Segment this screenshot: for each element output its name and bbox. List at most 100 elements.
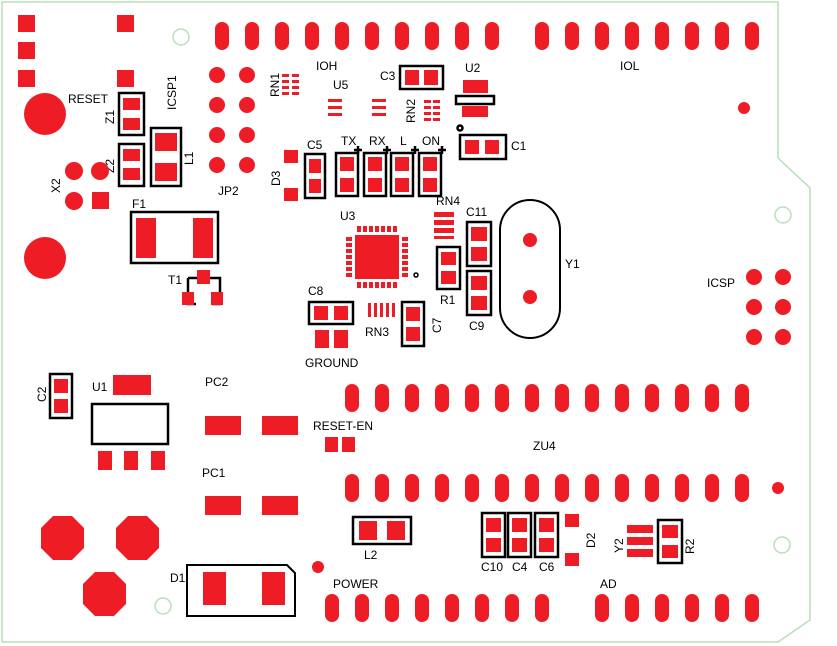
- zu4-pin: [735, 384, 749, 412]
- zu4-pin: [555, 384, 569, 412]
- power-pin: [535, 594, 549, 622]
- d2-pad: [565, 514, 579, 527]
- led-on-pad: [423, 178, 437, 192]
- u1-pin: [98, 451, 112, 470]
- zu4-pin: [675, 384, 689, 412]
- led-l-outline: [389, 151, 415, 198]
- square-pad: [117, 70, 134, 87]
- label-pc2: PC2: [205, 375, 229, 389]
- u5-pad: [372, 99, 386, 102]
- ioh-pin: [305, 22, 319, 50]
- u1-tab-pad: [113, 375, 151, 395]
- rn4-pad: [434, 228, 454, 233]
- rn4-pad: [434, 212, 454, 217]
- ground-pad: [315, 330, 329, 348]
- octagon-pad: [83, 572, 126, 616]
- u5-pad: [372, 106, 386, 109]
- rn1-pad: [292, 92, 299, 95]
- label-r1: R1: [440, 293, 456, 307]
- r2-pad: [662, 525, 678, 538]
- label-jp2: JP2: [218, 184, 239, 198]
- ioh-pin: [245, 22, 259, 50]
- u2-pad: [463, 80, 488, 93]
- reset-en-pad: [325, 437, 338, 452]
- y1-pad: [523, 290, 537, 304]
- label-c5: C5: [307, 138, 323, 152]
- label-iol: IOL: [620, 59, 640, 73]
- zu4-pin: [675, 474, 689, 502]
- icsp1-pad: [209, 67, 225, 83]
- c7-pad: [406, 307, 420, 321]
- x2-pad: [91, 162, 109, 180]
- icsp-pad: [775, 329, 791, 345]
- led-l-pad: [395, 157, 409, 171]
- label-icsp1: ICSP1: [165, 75, 179, 110]
- label-rn1: RN1: [268, 73, 282, 97]
- zu4-pin: [645, 474, 659, 502]
- c6-pad: [539, 518, 554, 532]
- label-rn4: RN4: [436, 194, 460, 208]
- led-rx-pad: [368, 178, 382, 192]
- rn1-pad: [292, 80, 299, 83]
- l2-pad: [387, 521, 405, 540]
- iol-pin: [685, 22, 699, 50]
- rn3-pad: [386, 303, 389, 317]
- label-c8: C8: [308, 284, 324, 298]
- rn2-pad: [433, 112, 440, 115]
- power-pin: [325, 594, 339, 622]
- pc2-pad: [205, 416, 241, 435]
- label-c6: C6: [539, 560, 555, 574]
- u1-pin: [124, 451, 138, 470]
- jp2-pad: [209, 157, 225, 173]
- rn2-pad: [433, 118, 440, 121]
- led-tx-outline: [334, 151, 360, 198]
- ad-pin: [685, 594, 699, 622]
- c2-pad: [54, 379, 68, 393]
- r2-outline: [656, 518, 684, 565]
- zu4-pin: [405, 474, 419, 502]
- icsp-pad: [775, 269, 791, 285]
- u2-pad: [462, 106, 488, 117]
- icsp1-pad: [209, 97, 225, 113]
- mounting-hole: [774, 206, 792, 224]
- label-icsp: ICSP: [707, 276, 735, 290]
- pc2-pad: [262, 416, 298, 435]
- label-d2: D2: [584, 532, 598, 548]
- power-pin: [355, 594, 369, 622]
- zu4-pin: [375, 474, 389, 502]
- ioh-pin: [335, 22, 349, 50]
- label-l2: L2: [364, 548, 378, 562]
- ad-pin: [715, 594, 729, 622]
- u1-outline: [90, 402, 170, 446]
- c9-pad: [471, 296, 487, 310]
- label-f1: F1: [132, 197, 146, 211]
- c11-outline: [465, 220, 493, 268]
- zu4-pin: [525, 474, 539, 502]
- c7-pad: [406, 327, 420, 341]
- rn3-pad: [374, 303, 377, 317]
- jp2-pad: [209, 127, 225, 143]
- label-l: L: [400, 134, 407, 148]
- d1-pad: [262, 572, 285, 605]
- u1-pin: [151, 451, 165, 470]
- u5-pad: [328, 106, 342, 109]
- u5-pad: [328, 113, 342, 116]
- t1-pad: [197, 270, 210, 284]
- rn2-pad: [424, 112, 431, 115]
- c1-pad: [465, 140, 479, 154]
- icsp1-pad: [239, 97, 255, 113]
- l1-outline: [149, 126, 183, 188]
- label-reset: RESET: [68, 92, 109, 106]
- label-c7: C7: [430, 317, 444, 333]
- d1-pad: [203, 572, 226, 605]
- z2-pad: [123, 168, 140, 180]
- label-c9: C9: [469, 319, 485, 333]
- label-u3: U3: [340, 209, 356, 223]
- jp2-pad: [239, 127, 255, 143]
- label-ground: GROUND: [305, 356, 359, 370]
- rn3-pad: [368, 303, 371, 317]
- rn1-pad: [282, 92, 289, 95]
- label-c11: C11: [466, 205, 487, 219]
- c1-outline: [458, 133, 508, 161]
- zu4-pin: [615, 474, 629, 502]
